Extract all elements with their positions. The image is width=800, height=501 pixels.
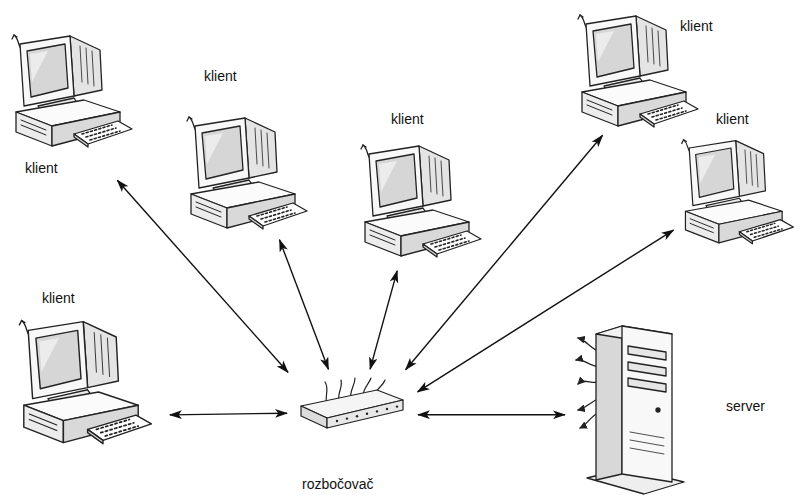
hub-node: rozbočovač xyxy=(290,372,415,494)
node-label: server xyxy=(726,398,765,415)
client-computer xyxy=(187,117,307,229)
link-arrow xyxy=(117,180,288,372)
client-node: klient xyxy=(355,108,485,268)
node-label: klient xyxy=(680,18,713,35)
link-arrow xyxy=(418,230,674,392)
node-label: rozbočovač xyxy=(302,476,374,493)
node-label: klient xyxy=(42,290,75,307)
client-node: klient xyxy=(676,108,796,273)
node-label: klient xyxy=(716,111,749,128)
link-arrow xyxy=(370,271,397,369)
client-computer xyxy=(19,321,151,444)
node-label: klient xyxy=(391,111,424,128)
client-node: klient xyxy=(5,28,130,178)
client-computer xyxy=(682,140,794,244)
link-arrow xyxy=(406,135,603,369)
client-computer xyxy=(361,145,481,257)
link-arrow xyxy=(418,414,565,415)
link-arrow xyxy=(170,413,287,415)
link-arrow xyxy=(280,240,329,369)
hub-device xyxy=(301,378,403,428)
server-node: server xyxy=(568,310,783,498)
node-label: klient xyxy=(25,160,58,177)
node-label: klient xyxy=(204,68,237,85)
server-tower xyxy=(576,326,684,494)
client-node: klient xyxy=(12,288,167,448)
client-computer xyxy=(12,35,132,147)
client-node: klient xyxy=(182,65,310,237)
